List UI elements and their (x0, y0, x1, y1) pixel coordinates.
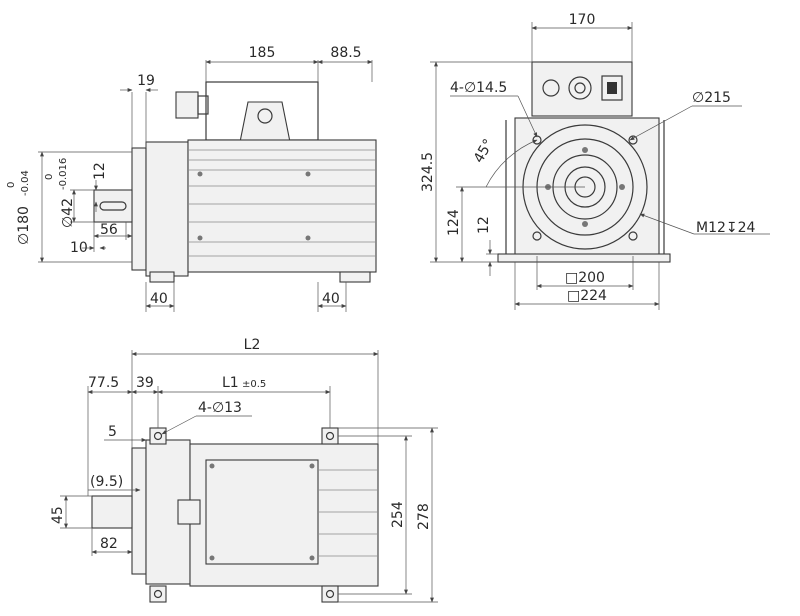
mount-hole-tr (628, 135, 638, 145)
dim-L1-tol: ±0.5 (242, 379, 266, 390)
svg-text:-0.04: -0.04 (20, 170, 31, 196)
dim-254: 254 (390, 501, 406, 528)
dim-77-5: 77.5 (88, 375, 119, 391)
dim-39: 39 (136, 375, 154, 391)
dim-angle-45: 45° (471, 136, 497, 166)
front-view: 170 4-∅14.5 ∅215 45° 324.5 124 12 M12↧24 (420, 12, 770, 310)
foot-tab-rl (321, 427, 339, 445)
dim-phi-215: ∅215 (692, 90, 731, 106)
mount-hole-bl (532, 231, 542, 241)
foot-tab-rr (321, 585, 339, 603)
top-view: L2 77.5 39 L1 ±0.5 4-∅13 5 (9.5) 45 82 (50, 337, 438, 603)
top-terminal-box (205, 459, 319, 565)
top-endshield (145, 439, 191, 585)
dim-thread: M12↧24 (696, 220, 756, 236)
dim-holes-top: 4-∅13 (198, 400, 242, 416)
gland-left (542, 79, 560, 97)
cooling-fins (188, 149, 376, 257)
dim-324-5: 324.5 (420, 152, 436, 192)
dim-185: 185 (249, 45, 276, 61)
dim-L1: L1 (222, 375, 239, 391)
shaft-key (99, 201, 127, 211)
dim-82: 82 (100, 536, 118, 552)
dim-9-5: (9.5) (90, 474, 123, 490)
dim-sq-200: □200 (565, 270, 605, 286)
dim-holes-front: 4-∅14.5 (450, 80, 507, 96)
dim-88-5: 88.5 (330, 45, 361, 61)
front-flange (131, 147, 147, 271)
side-view: 185 88.5 19 ∅180 0 -0.04 ∅42 0 -0.016 12… (6, 45, 377, 312)
connector (601, 75, 623, 101)
motor-housing (187, 139, 377, 273)
dim-278: 278 (416, 503, 432, 530)
dim-56: 56 (100, 222, 118, 238)
dim-12-key: 12 (92, 162, 108, 180)
dim-10: 10 (70, 240, 88, 256)
svg-text:0: 0 (6, 182, 17, 188)
top-shaft (91, 495, 133, 529)
top-flange (131, 447, 147, 575)
gland-center (568, 76, 592, 100)
dim-phi-180: ∅180 (16, 206, 32, 245)
front-foot (149, 271, 175, 283)
dim-phi-42: ∅42 (60, 198, 76, 228)
dim-12-plate: 12 (476, 216, 492, 234)
dim-5: 5 (108, 424, 117, 440)
mount-hole-br (628, 231, 638, 241)
top-gland (177, 499, 201, 525)
dim-19: 19 (137, 73, 155, 89)
lifting-hole (257, 108, 273, 124)
front-endshield (145, 141, 189, 277)
terminal-box-front (531, 61, 633, 117)
dim-L2: L2 (244, 337, 261, 353)
base-plate (497, 253, 671, 263)
dim-124: 124 (446, 209, 462, 236)
dim-40-front: 40 (150, 291, 168, 307)
rear-foot (339, 271, 371, 283)
svg-text:-0.016: -0.016 (58, 158, 69, 190)
foot-tab-fr (149, 585, 167, 603)
svg-text:0: 0 (44, 174, 55, 180)
dim-40-rear: 40 (322, 291, 340, 307)
dim-170: 170 (569, 12, 596, 28)
dim-45: 45 (50, 506, 66, 524)
dim-sq-224: □224 (567, 288, 607, 304)
foot-tab-fl (149, 427, 167, 445)
cable-gland (175, 91, 199, 119)
